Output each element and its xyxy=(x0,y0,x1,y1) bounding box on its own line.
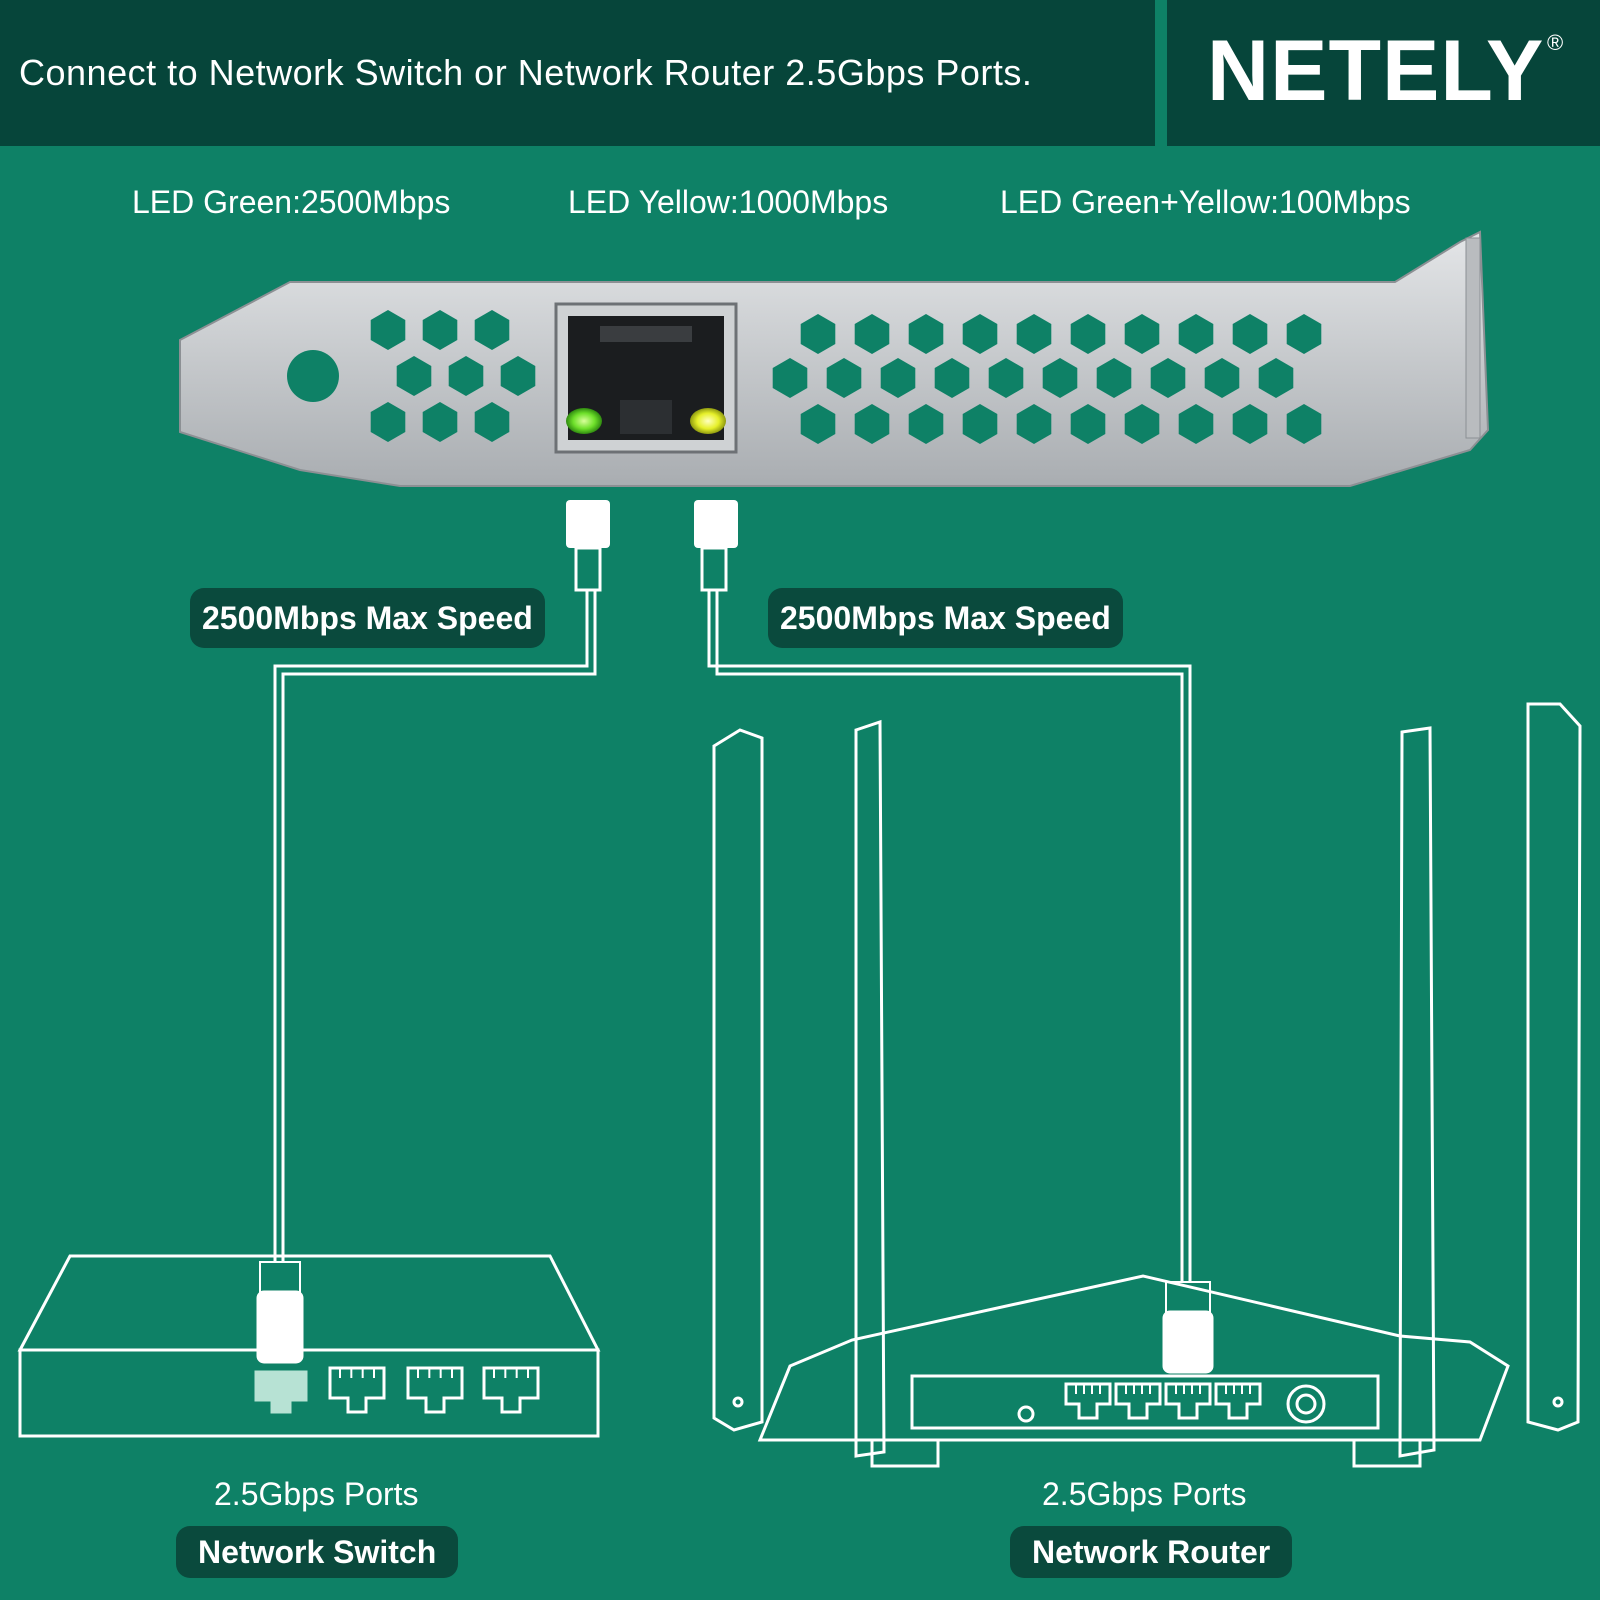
right-link-speed-badge: 2500Mbps Max Speed xyxy=(768,588,1123,648)
vent-hole xyxy=(1232,404,1268,444)
vent-hole xyxy=(772,358,808,398)
vent-hole xyxy=(988,358,1024,398)
ethernet-port-icon xyxy=(406,1366,464,1414)
ethernet-port-icon xyxy=(482,1366,540,1414)
vent-hole xyxy=(370,402,406,442)
vent-hole xyxy=(800,314,836,354)
vent-hole xyxy=(370,310,406,350)
brand-panel: NETELY ® xyxy=(1167,0,1600,146)
vent-hole xyxy=(1124,314,1160,354)
vent-hole xyxy=(880,358,916,398)
pcie-bracket xyxy=(179,230,1490,487)
vent-hole xyxy=(1150,358,1186,398)
led-yellow xyxy=(690,408,726,434)
vent-hole xyxy=(1178,314,1214,354)
router-ports-label: 2.5Gbps Ports xyxy=(1042,1476,1247,1512)
vent-hole xyxy=(934,358,970,398)
led-green xyxy=(566,408,602,434)
vent-hole xyxy=(854,404,890,444)
vent-hole xyxy=(474,310,510,350)
led-yellow-label: LED Yellow:1000Mbps xyxy=(568,184,889,220)
vent-hole xyxy=(1124,404,1160,444)
cable-plug-left xyxy=(566,500,610,592)
screw-hole xyxy=(287,350,339,402)
vent-hole xyxy=(500,356,536,396)
vent-hole xyxy=(1204,358,1240,398)
led-green-label: LED Green:2500Mbps xyxy=(132,184,451,220)
vent-hole xyxy=(962,314,998,354)
registered-mark: ® xyxy=(1547,30,1564,55)
network-router xyxy=(712,702,1582,1468)
right-link-speed: 2500Mbps Max Speed xyxy=(780,599,1111,636)
cable-plug-right xyxy=(694,500,738,592)
vent-hole xyxy=(422,310,458,350)
vent-hole xyxy=(474,402,510,442)
switch-port-active xyxy=(254,1370,308,1414)
rj45-port xyxy=(554,302,738,454)
vent-hole xyxy=(826,358,862,398)
cables xyxy=(273,590,1192,1282)
ethernet-port-icon xyxy=(328,1366,386,1414)
vent-hole xyxy=(1070,404,1106,444)
switch-name: Network Switch xyxy=(198,1533,437,1570)
router-name-badge: Network Router xyxy=(1010,1526,1293,1578)
vent-hole xyxy=(1286,404,1322,444)
vent-hole xyxy=(908,404,944,444)
vent-holes xyxy=(370,310,1322,444)
switch-ports-label: 2.5Gbps Ports xyxy=(214,1476,419,1512)
vent-hole xyxy=(422,402,458,442)
vent-hole xyxy=(1178,404,1214,444)
left-link-speed-badge: 2500Mbps Max Speed xyxy=(190,588,545,648)
vent-hole xyxy=(448,356,484,396)
vent-hole xyxy=(1286,314,1322,354)
ethernet-port-icon xyxy=(1214,1382,1262,1420)
vent-hole xyxy=(1016,404,1052,444)
brand-logo: NETELY xyxy=(1207,23,1545,119)
left-link-speed: 2500Mbps Max Speed xyxy=(202,599,533,636)
vent-hole xyxy=(1042,358,1078,398)
vent-hole xyxy=(1232,314,1268,354)
vent-hole xyxy=(1070,314,1106,354)
vent-hole xyxy=(1258,358,1294,398)
header-title: Connect to Network Switch or Network Rou… xyxy=(19,52,1033,93)
vent-hole xyxy=(854,314,890,354)
header-banner: Connect to Network Switch or Network Rou… xyxy=(0,0,1155,146)
led-green-yellow-label: LED Green+Yellow:100Mbps xyxy=(1000,184,1411,220)
network-switch xyxy=(17,1254,601,1438)
vent-hole xyxy=(396,356,432,396)
vent-hole xyxy=(908,314,944,354)
vent-hole xyxy=(962,404,998,444)
vent-hole xyxy=(800,404,836,444)
ethernet-port-icon xyxy=(1164,1382,1212,1420)
vent-hole xyxy=(1096,358,1132,398)
router-name: Network Router xyxy=(1032,1533,1271,1570)
ethernet-port-icon xyxy=(1064,1382,1112,1420)
vent-hole xyxy=(1016,314,1052,354)
ethernet-port-icon xyxy=(1114,1382,1162,1420)
switch-name-badge: Network Switch xyxy=(176,1526,459,1578)
